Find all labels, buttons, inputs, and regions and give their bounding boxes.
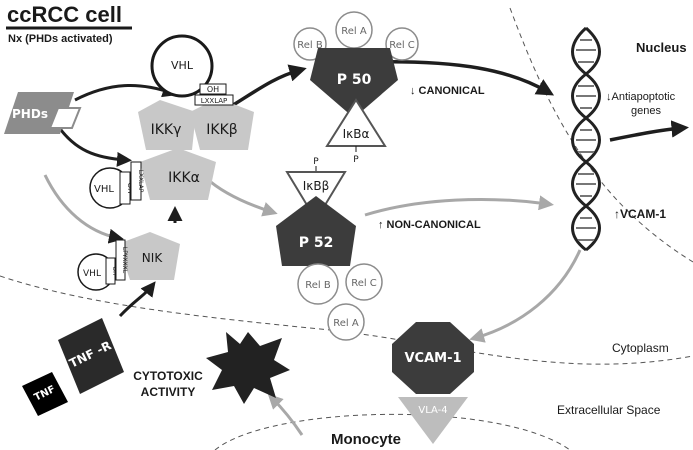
svg-text:OH: OH xyxy=(126,183,134,194)
svg-text:VLA-4: VLA-4 xyxy=(418,405,447,416)
extracellular-space-label: Extracellular Space xyxy=(557,403,661,417)
tnf-ligand: TNF xyxy=(22,372,68,416)
cytoplasm-label: Cytoplasm xyxy=(612,341,669,355)
page-subtitle: Nx (PHDs activated) xyxy=(8,33,113,45)
svg-text:LPYXXXL: LPYXXXL xyxy=(121,247,128,274)
svg-text:NIK: NIK xyxy=(142,251,164,265)
antiapoptotic-genes-label-1: ↓Antiapoptotic xyxy=(606,91,676,103)
antiapoptotic-genes-label-2: genes xyxy=(631,105,661,117)
monocyte-membrane xyxy=(214,413,571,450)
canonical-label: ↓ CANONICAL xyxy=(410,85,485,97)
arrow-phds-to-vhl xyxy=(74,82,178,102)
svg-text:IKKγ: IKKγ xyxy=(151,122,182,138)
svg-text:Rel B: Rel B xyxy=(305,280,331,291)
ikk-alpha-protein: IKKα xyxy=(140,148,216,200)
tnf-receptor: TNF -R xyxy=(58,318,124,394)
monocyte-label: Monocyte xyxy=(331,431,401,448)
svg-text:Rel C: Rel C xyxy=(389,40,415,51)
p50-protein: P 50 xyxy=(310,48,398,118)
arrow-tnfr-to-nik xyxy=(118,281,156,318)
svg-text:P 52: P 52 xyxy=(299,235,334,251)
nik-protein: NIK xyxy=(118,232,180,280)
arrow-noncanonical-to-dna xyxy=(364,195,554,217)
svg-text:VHL: VHL xyxy=(171,59,194,72)
vla4-protein: VLA-4 xyxy=(398,397,468,444)
rel-c-bottom-protein: Rel C xyxy=(345,263,383,301)
svg-text:VHL: VHL xyxy=(94,184,114,195)
nucleus-label: Nucleus xyxy=(636,40,687,55)
svg-text:IKKα: IKKα xyxy=(168,170,200,186)
svg-text:P: P xyxy=(353,155,359,165)
non-canonical-label: ↑ NON-CANONICAL xyxy=(378,219,481,231)
arrow-dna-to-antiapoptotic xyxy=(609,120,689,142)
arrow-phds-to-ikka xyxy=(56,125,132,167)
ikk-gamma-protein: IKKγ xyxy=(138,100,196,150)
svg-text:Rel C: Rel C xyxy=(351,278,377,289)
svg-text:LXXLAP: LXXLAP xyxy=(201,97,228,105)
ikb-alpha-protein: IκBα P xyxy=(325,98,387,165)
svg-text:VHL: VHL xyxy=(83,269,101,279)
svg-text:P 50: P 50 xyxy=(337,72,372,88)
vhl-top-protein: VHL xyxy=(150,34,214,98)
svg-text:IκBα: IκBα xyxy=(343,127,370,141)
vcam1-protein: VCAM-1 xyxy=(392,322,474,394)
rel-c-top-protein: Rel C xyxy=(385,27,419,61)
nuclear-membrane xyxy=(509,7,693,263)
svg-text:Rel A: Rel A xyxy=(341,26,367,37)
cytotoxic-activity-label-1: CYTOTOXIC xyxy=(133,369,203,383)
arrow-ikka-to-p52 xyxy=(205,176,278,217)
svg-text:P: P xyxy=(313,157,319,167)
svg-text:Rel B: Rel B xyxy=(297,40,323,51)
nik-hydroxylation-tag: OH LPYXXXL xyxy=(105,239,128,285)
rel-a-bottom-protein: Rel A xyxy=(327,303,365,341)
ikk-beta-protein: IKKβ xyxy=(190,98,254,150)
arrow-ikk-to-p50 xyxy=(224,64,307,112)
svg-text:Rel A: Rel A xyxy=(333,318,359,329)
p52-protein: P 52 xyxy=(276,196,356,266)
ikkb-hydroxylation-tag: OH LXXLAP xyxy=(194,83,234,106)
svg-text:OH: OH xyxy=(207,85,219,94)
svg-text:PHDs: PHDs xyxy=(12,107,48,121)
cytotoxic-activity-label-2: ACTIVITY xyxy=(141,385,196,399)
arrow-canonical-to-dna xyxy=(367,60,555,96)
arrow-dna-to-vcam1 xyxy=(469,249,582,343)
svg-text:OH: OH xyxy=(111,266,118,275)
rel-a-top-protein: Rel A xyxy=(335,11,373,49)
svg-text:IκBβ: IκBβ xyxy=(303,179,330,193)
vcam1-gene-label: ↑VCAM-1 xyxy=(614,207,666,221)
rel-b-bottom-protein: Rel B xyxy=(297,263,339,305)
page-title: ccRCC cell xyxy=(7,2,122,27)
svg-text:IKKβ: IKKβ xyxy=(206,122,237,138)
ikka-hydroxylation-tag: OH LXXLAP xyxy=(119,161,144,205)
arrow-phds-to-nik xyxy=(43,174,124,244)
dna-helix-icon xyxy=(571,26,601,252)
arrow-monocyte-to-cytotoxic xyxy=(267,393,304,436)
svg-text:LXXLAP: LXXLAP xyxy=(137,170,144,193)
svg-text:VCAM-1: VCAM-1 xyxy=(404,351,461,366)
phds-protein: PHDs xyxy=(4,92,82,134)
cytotoxic-star-icon xyxy=(206,332,290,404)
